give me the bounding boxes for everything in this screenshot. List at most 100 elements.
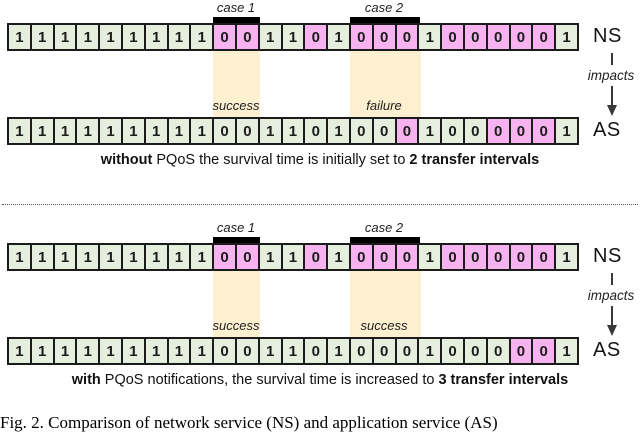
bit-cell: 1 bbox=[75, 117, 101, 145]
bit-cell: 0 bbox=[212, 243, 237, 271]
bit-cell: 0 bbox=[234, 337, 260, 365]
bit-cell: 1 bbox=[326, 117, 351, 145]
case2-highlight-column bbox=[350, 271, 421, 337]
bit-cell: 0 bbox=[394, 243, 420, 271]
bit-cell: 0 bbox=[485, 23, 511, 51]
bit-cell: 1 bbox=[120, 23, 146, 51]
bit-cell: 1 bbox=[189, 117, 215, 145]
case1-bar bbox=[213, 237, 260, 243]
bit-cell: 0 bbox=[348, 243, 374, 271]
bit-cell: 1 bbox=[280, 117, 306, 145]
bit-cell: 1 bbox=[75, 243, 101, 271]
bit-cell: 1 bbox=[98, 117, 123, 145]
case2-bar bbox=[350, 237, 420, 243]
bit-cell: 0 bbox=[462, 243, 488, 271]
bit-cell: 0 bbox=[348, 23, 374, 51]
bit-cell: 1 bbox=[7, 337, 32, 365]
bit-cell: 1 bbox=[280, 337, 306, 365]
bit-cell: 1 bbox=[417, 243, 443, 271]
bit-cell: 0 bbox=[394, 23, 420, 51]
ns-label: NS bbox=[593, 245, 622, 267]
case2-highlight-column bbox=[350, 51, 421, 117]
bit-cell: 0 bbox=[531, 337, 557, 365]
bit-cell: 1 bbox=[29, 23, 55, 51]
bit-cell: 1 bbox=[554, 117, 579, 145]
bit-cell: 1 bbox=[29, 243, 55, 271]
bit-cell: 1 bbox=[7, 117, 32, 145]
bit-cell: 1 bbox=[326, 337, 351, 365]
bit-cell: 1 bbox=[98, 243, 123, 271]
bit-cell: 0 bbox=[508, 243, 534, 271]
impacts-line-icon bbox=[611, 273, 613, 285]
case1-result-label: success bbox=[212, 98, 260, 113]
bit-cell: 1 bbox=[52, 117, 78, 145]
as-label: AS bbox=[593, 339, 621, 361]
bit-cell: 1 bbox=[257, 337, 283, 365]
bit-cell: 0 bbox=[508, 23, 534, 51]
case1-highlight-column bbox=[213, 51, 260, 117]
bit-cell: 0 bbox=[462, 117, 488, 145]
bit-cell: 1 bbox=[326, 23, 351, 51]
bit-cell: 1 bbox=[120, 337, 146, 365]
dotted-divider bbox=[2, 204, 638, 205]
bit-cell: 0 bbox=[234, 243, 260, 271]
bit-cell: 1 bbox=[257, 23, 283, 51]
bit-cell: 1 bbox=[166, 117, 192, 145]
case1-highlight-column bbox=[213, 271, 260, 337]
bit-cell: 1 bbox=[189, 23, 215, 51]
impacts-label: impacts bbox=[587, 68, 635, 83]
bit-cell: 0 bbox=[348, 337, 374, 365]
bit-cell: 0 bbox=[462, 23, 488, 51]
bit-cell: 1 bbox=[75, 337, 101, 365]
bit-cell: 1 bbox=[417, 23, 443, 51]
bit-cell: 1 bbox=[189, 337, 215, 365]
bit-cell: 1 bbox=[554, 337, 579, 365]
bit-cell: 0 bbox=[440, 243, 465, 271]
bit-cell: 0 bbox=[371, 337, 397, 365]
bit-cell: 1 bbox=[554, 23, 579, 51]
impacts-line-icon bbox=[611, 53, 613, 65]
case2-result-label: failure bbox=[366, 98, 402, 113]
bit-cell: 0 bbox=[440, 23, 465, 51]
impacts-label: impacts bbox=[587, 288, 635, 303]
bit-cell: 0 bbox=[303, 337, 329, 365]
bit-cell: 1 bbox=[280, 243, 306, 271]
bit-cell: 1 bbox=[29, 337, 55, 365]
bit-cell: 1 bbox=[98, 337, 123, 365]
down-arrow-icon bbox=[607, 86, 617, 116]
bit-cell: 0 bbox=[212, 23, 237, 51]
bit-cell: 0 bbox=[303, 243, 329, 271]
case1-label: case 1 bbox=[216, 0, 256, 15]
bit-cell: 0 bbox=[394, 117, 420, 145]
bit-cell: 1 bbox=[98, 23, 123, 51]
bit-cell: 0 bbox=[234, 23, 260, 51]
bit-cell: 0 bbox=[303, 117, 329, 145]
bit-cell: 0 bbox=[462, 337, 488, 365]
bit-cell: 1 bbox=[75, 23, 101, 51]
bit-cell: 1 bbox=[120, 117, 146, 145]
bit-cell: 0 bbox=[234, 117, 260, 145]
figure-caption: Fig. 2. Comparison of network service (N… bbox=[0, 413, 498, 432]
bit-cell: 1 bbox=[189, 243, 215, 271]
bit-cell: 1 bbox=[257, 243, 283, 271]
case2-label: case 2 bbox=[364, 0, 404, 15]
bit-cell: 1 bbox=[280, 23, 306, 51]
case2-result-label: success bbox=[360, 318, 408, 333]
bit-cell: 0 bbox=[212, 337, 237, 365]
bit-cell: 0 bbox=[371, 243, 397, 271]
bit-cell: 1 bbox=[417, 337, 443, 365]
bit-cell: 1 bbox=[554, 243, 579, 271]
bit-cell: 0 bbox=[508, 117, 534, 145]
bit-cell: 0 bbox=[303, 23, 329, 51]
bit-cell: 1 bbox=[143, 117, 169, 145]
bit-cell: 0 bbox=[440, 337, 465, 365]
bit-cell: 0 bbox=[440, 117, 465, 145]
down-arrow-icon bbox=[607, 306, 617, 336]
panel-caption: without PQoS the survival time is initia… bbox=[100, 152, 540, 168]
bit-cell: 1 bbox=[326, 243, 351, 271]
bit-cell: 0 bbox=[485, 117, 511, 145]
as-label: AS bbox=[593, 119, 621, 141]
